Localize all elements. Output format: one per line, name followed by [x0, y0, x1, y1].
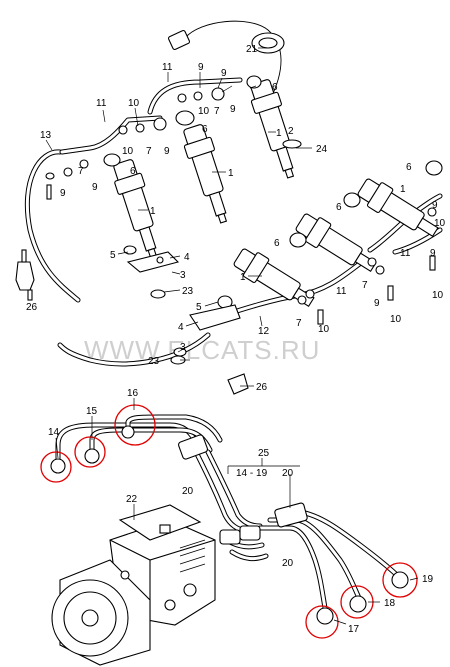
high-pressure-lines-group	[55, 414, 403, 611]
callout-7: 7	[78, 166, 84, 177]
callout-23: 23	[182, 286, 194, 297]
callout-10: 10	[434, 218, 446, 229]
callout-21: 21	[246, 44, 258, 55]
highlight-14	[40, 451, 72, 483]
highlight-16	[114, 404, 156, 446]
injector-right-3	[357, 178, 439, 238]
highlight-17	[305, 605, 339, 639]
callout-4: 4	[184, 252, 190, 263]
callout-13: 13	[40, 130, 52, 141]
injector-right-2	[295, 213, 377, 273]
callout-20: 20	[282, 468, 294, 479]
callout-2: 2	[288, 126, 294, 137]
callout-14: 14	[48, 427, 60, 438]
callout-9: 9	[432, 200, 438, 211]
callout-9: 9	[430, 248, 436, 259]
callout-24: 24	[316, 144, 328, 155]
callout-9: 9	[230, 104, 236, 115]
callout-22: 22	[126, 494, 138, 505]
seals-and-screws-right	[170, 160, 443, 395]
callout-11: 11	[336, 286, 347, 297]
callout-11: 11	[162, 62, 173, 73]
clamp-4-upper	[126, 251, 180, 273]
needle-lift-sender-21	[167, 20, 285, 119]
callout-6: 6	[406, 162, 412, 173]
callout-9: 9	[92, 182, 98, 193]
injector-upper-left	[113, 159, 158, 259]
callout-7: 7	[296, 318, 302, 329]
callout-1: 1	[228, 168, 234, 179]
callout-5: 5	[196, 302, 202, 313]
callout-19: 19	[422, 574, 434, 585]
callout-1: 1	[400, 184, 406, 195]
callout-3: 3	[180, 342, 186, 353]
callout-10: 10	[198, 106, 210, 117]
line-clamps-20	[178, 434, 308, 545]
callout-26: 26	[256, 382, 268, 393]
callout-10: 10	[390, 314, 402, 325]
callout-6: 6	[130, 166, 136, 177]
callout-1: 1	[276, 128, 282, 139]
callout-9: 9	[164, 146, 170, 157]
callout-10: 10	[122, 146, 134, 157]
callout-12: 12	[258, 326, 270, 337]
callout-10: 10	[318, 324, 330, 335]
callout-10: 10	[128, 98, 140, 109]
callout-9: 9	[60, 188, 66, 199]
callout-1: 1	[240, 272, 246, 283]
highlight-15	[74, 436, 106, 468]
callout-16: 16	[127, 388, 139, 399]
callout-25: 25	[258, 448, 270, 459]
seals-and-screws-upper	[15, 75, 302, 301]
injection-pump-22	[51, 504, 216, 666]
fuel-return-hoses-upper	[24, 77, 243, 303]
callout-20: 20	[182, 486, 194, 497]
callout-23: 23	[148, 356, 160, 367]
callout-3: 3	[180, 270, 186, 281]
callout-11: 11	[400, 248, 411, 259]
callout-1: 1	[150, 206, 156, 217]
callout-17: 17	[348, 624, 360, 635]
callout-7: 7	[214, 106, 220, 117]
callout-9: 9	[374, 298, 380, 309]
highlight-19	[382, 562, 418, 598]
callout-6: 6	[202, 124, 208, 135]
injector-upper-middle	[183, 124, 228, 224]
callout-9: 9	[221, 68, 227, 79]
callout-10: 10	[432, 290, 444, 301]
callout-4: 4	[178, 322, 184, 333]
leader-lines	[31, 47, 419, 625]
callout-18: 18	[384, 598, 396, 609]
callout-15: 15	[86, 406, 98, 417]
callout-11: 11	[96, 98, 107, 109]
injector-with-sender-2	[250, 79, 295, 179]
callout-9: 9	[198, 62, 204, 73]
callout-5: 5	[110, 250, 116, 261]
callout-6: 6	[336, 202, 342, 213]
callout-20: 20	[282, 558, 294, 569]
union-nuts	[50, 425, 409, 625]
callout-7: 7	[146, 146, 152, 157]
callout-26: 26	[26, 302, 38, 313]
callout-6: 6	[274, 238, 280, 249]
callout-labels: 21 9 11 9 6 10 7 9 11 10 1 6 2 13 10 7 9…	[26, 44, 446, 635]
callout-7: 7	[362, 280, 368, 291]
callout-6: 6	[272, 82, 278, 93]
callout-14-19: 14 - 19	[236, 468, 268, 479]
